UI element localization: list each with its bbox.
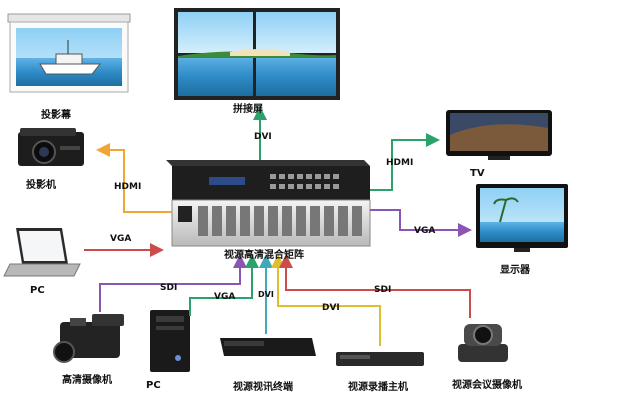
- label-matrix: 视源高清混合矩阵: [224, 250, 304, 261]
- label-sdi-conference: SDI: [374, 285, 392, 295]
- label-pc-tower: PC: [146, 380, 161, 391]
- label-vga-tower: VGA: [214, 292, 236, 302]
- video-wall-icon: [174, 8, 340, 100]
- pc-tower-icon: [150, 310, 190, 372]
- projection-screen-icon: [7, 13, 131, 93]
- label-dvi-recorder: DVI: [322, 303, 340, 313]
- monitor-icon: [476, 184, 568, 252]
- label-conference-camera: 视源会议摄像机: [452, 380, 522, 391]
- conference-camera-icon: [458, 324, 508, 362]
- label-vga-pc: VGA: [110, 234, 132, 244]
- hd-camera-icon: [53, 314, 124, 363]
- arrow-vga-tower: [189, 254, 259, 316]
- arrow-dvi-recorder: [271, 254, 381, 346]
- video-terminal-icon: [220, 338, 316, 356]
- projector-icon: [18, 128, 84, 166]
- matrix-switcher-icon: [166, 160, 371, 247]
- label-video-terminal: 视源视讯终端: [233, 382, 293, 393]
- label-projector: 投影机: [26, 180, 56, 191]
- label-recorder: 视源录播主机: [348, 382, 408, 393]
- label-hd-camera: 高清摄像机: [62, 375, 112, 386]
- arrow-sdi-camera: [99, 254, 247, 312]
- arrow-hdmi-projector: [96, 143, 172, 213]
- label-dvi-terminal: DVI: [258, 290, 274, 299]
- label-video-wall: 拼接屏: [233, 104, 263, 115]
- recorder-icon: [336, 352, 424, 366]
- label-sdi-camera: SDI: [160, 283, 178, 293]
- label-projection-screen: 投影幕: [41, 110, 71, 121]
- tv-icon: [446, 110, 552, 160]
- label-dvi-wall: DVI: [254, 132, 272, 142]
- label-vga-monitor: VGA: [414, 226, 436, 236]
- laptop-icon: [3, 228, 81, 277]
- arrow-vga-monitor: [370, 209, 472, 237]
- arrow-sdi-conference: [279, 254, 471, 318]
- label-hdmi-projector: HDMI: [114, 182, 142, 192]
- label-hdmi-tv: HDMI: [386, 158, 414, 168]
- label-monitor: 显示器: [500, 265, 530, 276]
- label-tv: TV: [470, 168, 485, 179]
- label-pc-left: PC: [30, 285, 45, 296]
- arrow-hdmi-tv: [370, 133, 440, 191]
